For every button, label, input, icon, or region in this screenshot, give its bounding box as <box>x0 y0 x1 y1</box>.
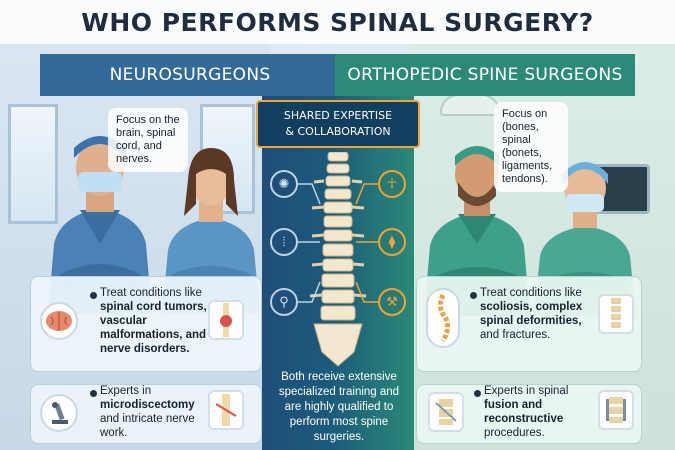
bullet <box>90 390 97 397</box>
vertebra-icon: ⧫ <box>378 228 406 256</box>
spinal-tumor-icon <box>208 300 244 340</box>
bullet <box>90 292 97 299</box>
brain-icon <box>40 302 78 340</box>
bullet <box>474 390 481 397</box>
shared-line: perform most spine <box>289 416 389 428</box>
spinal-fusion-icon <box>428 392 464 432</box>
focus-line: Focus on <box>502 108 548 120</box>
focus-line: Focus on the <box>116 114 180 126</box>
surgeon-tools-icon: ⚒ <box>378 288 406 316</box>
card-line: procedures. <box>484 427 545 439</box>
card-line: nerve disorders. <box>100 343 190 355</box>
shared-description: Both receive extensive specialized train… <box>270 370 408 445</box>
card-line: work. <box>100 427 128 439</box>
vertebra-column-icon <box>598 294 634 334</box>
neuro-expertise-text: Experts in microdiscectomy and intricate… <box>100 384 210 440</box>
page-title: WHO PERFORMS SPINAL SURGERY? <box>0 0 675 44</box>
neuro-conditions-text: Treat conditions like spinal cord tumors… <box>100 286 220 356</box>
microscope-icon <box>40 394 78 432</box>
shared-line: Both receive extensive <box>281 371 397 383</box>
card-line: and fractures. <box>480 329 551 341</box>
shared-line: surgeries. <box>313 431 365 443</box>
focus-line: (bonets, <box>502 147 542 159</box>
card-line: spinal cord tumors, <box>100 301 207 313</box>
skeleton-icon: ☥ <box>378 170 406 198</box>
card-line: reconstructive <box>484 413 564 425</box>
spine-illustration <box>309 152 367 367</box>
card-line: scoliosis, complex <box>480 301 583 313</box>
card-line: Experts in <box>100 385 152 397</box>
focus-line: cord, and <box>116 140 162 152</box>
ortho-conditions-text: Treat conditions like scoliosis, complex… <box>480 286 600 342</box>
focus-line: (bones, <box>502 121 539 133</box>
microscope-icon: ⚲ <box>270 288 298 316</box>
ortho-focus-note: Focus on (bones, spinal (bonets, ligamen… <box>494 102 568 192</box>
neurosurgeons-header: NEUROSURGEONS <box>40 54 340 96</box>
card-line: Treat conditions like <box>480 287 582 299</box>
banner-line: SHARED EXPERTISE <box>283 109 393 122</box>
nerve-surgery-icon <box>208 390 244 430</box>
banner-line: & COLLABORATION <box>285 125 391 138</box>
card-line: malformations, and <box>100 329 207 341</box>
ortho-header: ORTHOPEDIC SPINE SURGEONS <box>335 54 635 96</box>
focus-line: spinal <box>502 134 531 146</box>
spine-icon: ⦙ <box>270 228 298 256</box>
card-line: microdiscectomy <box>100 399 195 411</box>
neuro-focus-note: Focus on the brain, spinal cord, and ner… <box>108 108 188 172</box>
focus-line: nerves. <box>116 153 153 165</box>
shared-line: specialized training and <box>278 386 400 398</box>
infographic: NEUROSURGEONS ORTHOPEDIC SPINE SURGEONS … <box>0 44 675 450</box>
shared-banner: SHARED EXPERTISE & COLLABORATION <box>256 100 420 148</box>
card-line: vascular <box>100 315 147 327</box>
card-line: and intricate nerve <box>100 413 195 425</box>
focus-line: tendons). <box>502 173 548 185</box>
card-line: Treat conditions like <box>100 287 202 299</box>
ortho-expertise-text: Experts in spinal fusion and reconstruct… <box>484 384 594 440</box>
card-line: spinal deformities, <box>480 315 582 327</box>
connector-lines <box>296 183 380 303</box>
card-line: Experts in spinal <box>484 385 569 397</box>
focus-line: brain, spinal <box>116 127 176 139</box>
spine-curve-icon <box>426 288 460 348</box>
bullet <box>470 292 477 299</box>
focus-line: ligaments, <box>502 160 553 172</box>
brain-icon: ✺ <box>270 170 298 198</box>
surgical-light-icon <box>440 94 500 116</box>
window <box>8 104 58 224</box>
shared-line: are highly qualified to <box>284 401 394 413</box>
reconstruction-icon <box>598 390 634 430</box>
card-line: fusion and <box>484 399 543 411</box>
